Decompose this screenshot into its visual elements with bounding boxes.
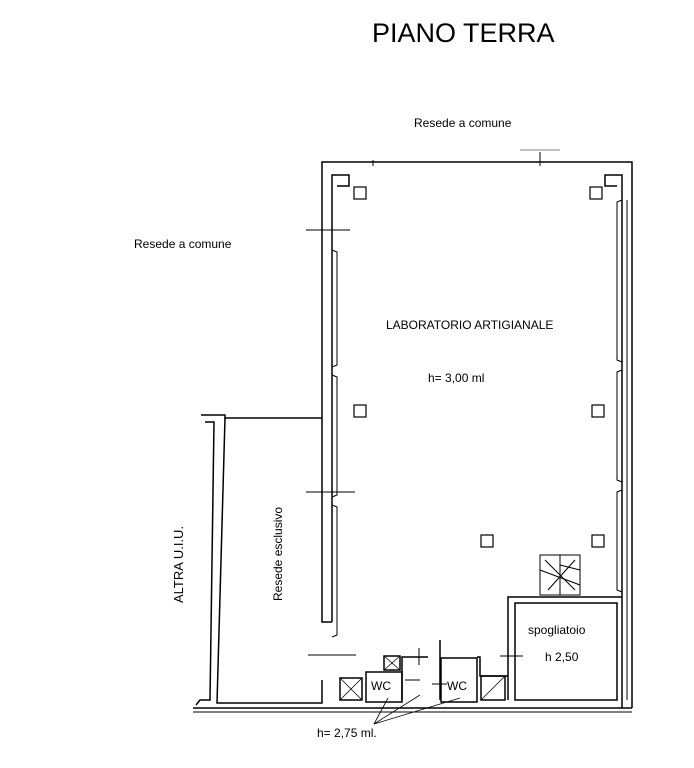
wc-right-label: WC xyxy=(447,679,467,693)
left-wall-windows xyxy=(331,199,628,700)
staircase xyxy=(539,554,581,596)
page-title: PIANO TERRA xyxy=(372,18,555,48)
spogliatoio-label: spogliatoio xyxy=(528,623,586,637)
wc-block xyxy=(339,640,508,703)
resede-esclusivo-label: Resede esclusivo xyxy=(271,506,285,601)
altra-uiu-label: ALTRA U.I.U. xyxy=(171,525,186,603)
laboratorio-height-label: h= 3,00 ml xyxy=(428,371,485,385)
spogliatoio-height-label: h 2,50 xyxy=(545,650,579,664)
wc-left-label: WC xyxy=(371,679,391,693)
pillars xyxy=(353,186,605,548)
laboratorio-label: LABORATORIO ARTIGIANALE xyxy=(386,318,554,332)
wc-height-leaders xyxy=(373,694,461,725)
resede-top-label: Resede a comune xyxy=(414,116,512,130)
door-marks xyxy=(306,149,560,656)
resede-left-label: Resede a comune xyxy=(134,237,232,251)
resede-esclusivo-outline xyxy=(195,414,323,706)
wc-height-label: h= 2,75 ml. xyxy=(317,726,377,740)
spogliatoio-room xyxy=(500,596,622,701)
